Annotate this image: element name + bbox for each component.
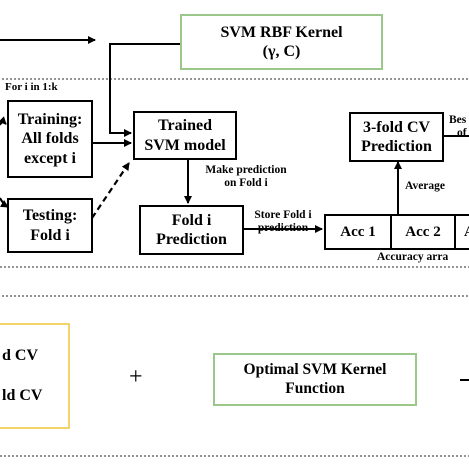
trained-line2: SVM model <box>144 136 226 154</box>
best-label: Bes of <box>449 114 467 140</box>
arrow-testing-to-model <box>91 162 130 219</box>
loop-label: For i in 1:k <box>5 81 58 93</box>
plus-sign: + <box>129 364 143 390</box>
training-box: Training: All folds except i <box>7 100 93 178</box>
acc-cell-2: Acc 2 <box>390 214 456 250</box>
cv-prediction-box: 3-fold CV Prediction <box>349 112 444 162</box>
store-line1: Store Fold i <box>254 209 312 221</box>
optimal-line2: Function <box>285 379 345 397</box>
store-line2: prediction <box>257 222 309 235</box>
loop-frame <box>0 78 469 268</box>
training-title: Training: <box>17 111 83 129</box>
make-prediction-line2: on Fold i <box>224 177 268 190</box>
cv-line2: Prediction <box>361 138 432 155</box>
best-line2: of <box>457 127 467 140</box>
kernel-box: SVM RBF Kernel (γ, C) <box>180 14 383 70</box>
training-line2: All folds <box>21 130 79 148</box>
testing-box: Testing: Fold i <box>7 198 93 253</box>
average-label: Average <box>405 180 446 192</box>
bottom-left-box: d CV ld CV <box>0 323 70 429</box>
cv-line1: 3-fold CV <box>362 118 431 136</box>
make-prediction-label: Make prediction on Fold i <box>190 164 302 190</box>
bottom-left-line1: d CV <box>2 347 39 364</box>
testing-line2: Fold i <box>30 226 70 244</box>
acc-cell-1-label: Acc 1 <box>340 224 376 240</box>
acc-cell-1: Acc 1 <box>324 214 392 250</box>
accuracy-array-label: Accuracy arra <box>377 251 449 263</box>
best-line1: Bes <box>449 114 467 126</box>
acc-cell-2-label: Acc 2 <box>405 224 441 240</box>
optimal-kernel-box: Optimal SVM Kernel Function <box>213 353 417 406</box>
kernel-title: SVM RBF Kernel <box>220 23 343 41</box>
fold-prediction-line1: Fold i <box>171 211 212 229</box>
testing-title: Testing: <box>22 207 78 225</box>
acc-cell-3-label: A <box>464 223 469 241</box>
fold-prediction-line2: Prediction <box>156 231 227 248</box>
store-prediction-label: Store Fold i prediction <box>242 209 324 235</box>
fold-prediction-box: Fold i Prediction <box>139 205 244 255</box>
kernel-params: (γ, C) <box>262 43 301 60</box>
make-prediction-line1: Make prediction <box>205 164 287 176</box>
training-line3: except i <box>24 149 76 167</box>
arrow-left-to-training <box>0 116 7 126</box>
optimal-line1: Optimal SVM Kernel <box>243 360 387 378</box>
trained-line1: Trained <box>158 117 212 135</box>
trained-model-box: Trained SVM model <box>133 111 237 160</box>
arrow-kernel-to-model <box>109 43 180 137</box>
acc-cell-3: A <box>454 214 469 250</box>
bottom-frame <box>0 295 469 457</box>
bottom-left-line2: ld CV <box>2 387 43 404</box>
